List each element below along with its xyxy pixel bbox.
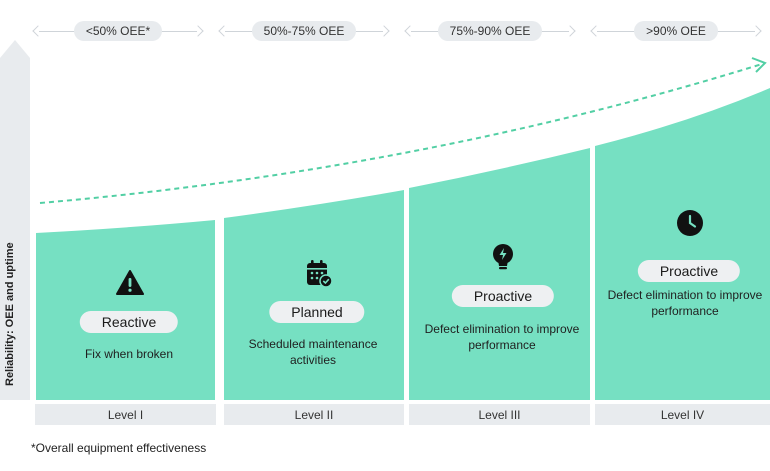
calendar-check-icon (303, 258, 333, 288)
level-tab-3: Level III (409, 404, 590, 425)
range-4: >90% OEE (590, 20, 762, 42)
lightbulb-icon (488, 242, 518, 272)
stage-description: Scheduled maintenance activities (248, 337, 378, 367)
column-level-1 (36, 220, 215, 400)
range-pill: 75%-90% OEE (437, 21, 543, 41)
range-pill: 50%-75% OEE (251, 21, 357, 41)
clock-icon (675, 208, 705, 238)
warning-icon (115, 268, 145, 298)
column-level-2 (224, 190, 404, 400)
column-level-4 (595, 88, 770, 400)
stage-description: Defect elimination to improve performanc… (424, 322, 580, 352)
level-label: Level II (294, 407, 334, 422)
stage-description: Fix when broken (84, 347, 174, 361)
stage-badge: Reactive (79, 311, 179, 333)
stage-description: Defect elimination to improve performanc… (607, 288, 763, 318)
column-level-3 (409, 148, 590, 400)
range-1: <50% OEE* (32, 20, 204, 42)
trend-arrowhead (751, 57, 767, 73)
range-3: 75%-90% OEE (404, 20, 576, 42)
level-label: Level III (478, 407, 521, 422)
stage-badge: Proactive (451, 285, 555, 307)
trend-line (39, 63, 763, 204)
stage-badge: Proactive (637, 260, 741, 282)
y-axis-arrow (0, 40, 30, 400)
range-2: 50%-75% OEE (218, 20, 390, 42)
level-label: Level IV (660, 407, 705, 422)
level-tab-4: Level IV (595, 404, 770, 425)
footnote: *Overall equipment effectiveness (31, 441, 207, 455)
level-tab-1: Level I (35, 404, 216, 425)
range-pill: >90% OEE (634, 21, 718, 41)
y-axis-label: Reliability: OEE and uptime (4, 242, 16, 386)
level-tab-2: Level II (224, 404, 404, 425)
stage-badge: Planned (269, 301, 365, 323)
range-pill: <50% OEE* (73, 21, 163, 41)
level-label: Level I (107, 407, 144, 422)
